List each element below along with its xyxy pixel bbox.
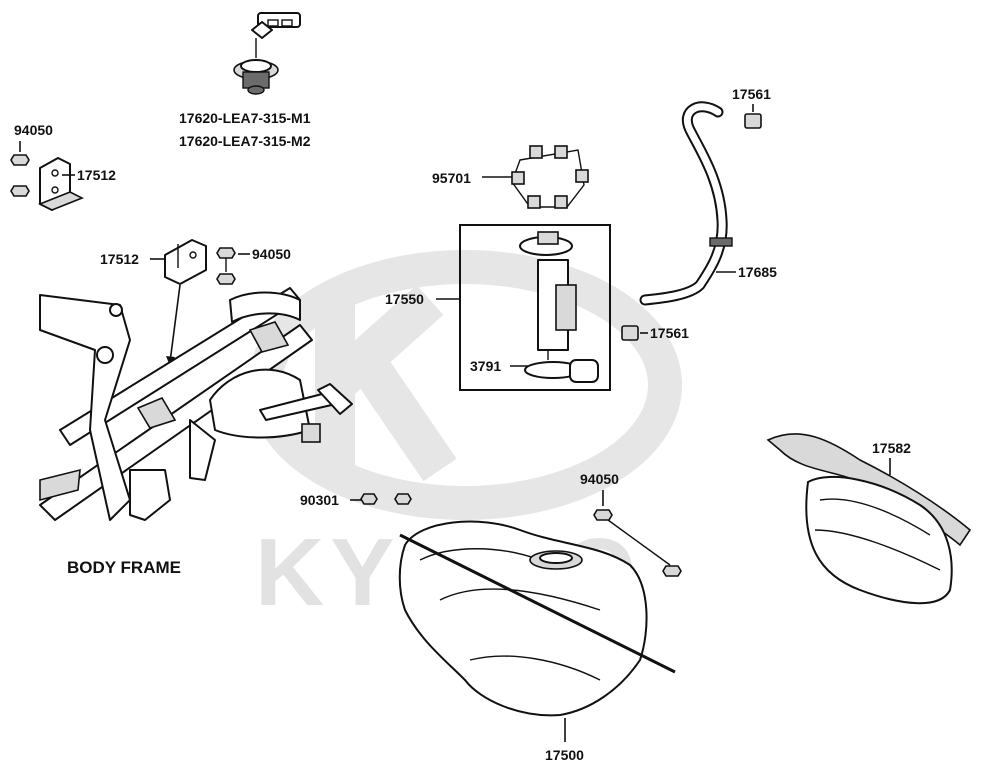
label-nut-94050-b: 94050 — [252, 246, 291, 262]
label-bracket-17512-b: 17512 — [100, 251, 139, 267]
label-tank-17500: 17500 — [545, 747, 584, 763]
key-set-part — [233, 12, 301, 95]
bolt-set-95701-part — [511, 145, 589, 209]
label-nut-94050-a: 94050 — [14, 122, 53, 138]
hose-17685-part — [639, 101, 733, 306]
nut-94050-b-part — [216, 247, 236, 285]
caption-body-frame: BODY FRAME — [67, 558, 181, 577]
label-key-set-m2: 17620-LEA7-315-M2 — [179, 133, 311, 149]
label-hose-17685: 17685 — [738, 264, 777, 280]
label-clip-17561-b: 17561 — [650, 325, 689, 341]
pump-group-box — [459, 224, 611, 391]
nut-94050-c-part — [593, 509, 682, 577]
nut-94050-a-part — [10, 154, 30, 197]
body-frame-part — [39, 287, 353, 521]
fuel-tank-17500-part — [398, 520, 676, 717]
label-bolt-95701: 95701 — [432, 170, 471, 186]
fuel-pump-17550-part — [519, 231, 599, 383]
clip-17561-a-part — [744, 113, 762, 129]
label-float-3791: 3791 — [470, 358, 501, 374]
label-bracket-17512-a: 17512 — [77, 167, 116, 183]
bracket-17512-b-part — [164, 239, 207, 285]
nut-90301-part — [360, 493, 412, 505]
label-key-set-m1: 17620-LEA7-315-M1 — [179, 110, 311, 126]
bracket-17512-a-part — [38, 157, 84, 211]
label-heat-shield-17582: 17582 — [872, 440, 911, 456]
label-clip-17561-a: 17561 — [732, 86, 771, 102]
heat-shield-17582-part — [766, 433, 972, 605]
label-nut-90301: 90301 — [300, 492, 339, 508]
clip-17561-b-part — [621, 325, 639, 341]
label-nut-94050-c: 94050 — [580, 471, 619, 487]
label-pump-17550: 17550 — [385, 291, 424, 307]
